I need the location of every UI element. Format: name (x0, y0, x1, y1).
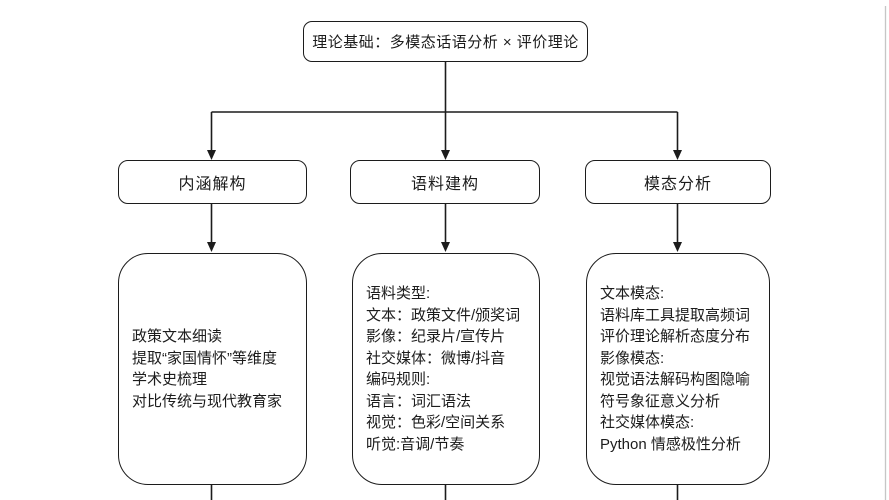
detail-modality-methods: 文本模态: 语料库工具提取高频词 评价理论解析态度分布 影像模态: 视觉语法解码… (586, 253, 770, 485)
detail-line: 社交媒体模态: (600, 414, 695, 431)
node-modality-label: 模态分析 (643, 176, 712, 193)
node-theory-foundation-label: 理论基础：多模态话语分析 × 评价理论 (312, 34, 579, 51)
detail-connotation-methods: 政策文本细读 提取“家国情怀”等维度 学术史梳理 对比传统与现代教育家 (118, 253, 307, 485)
detail-line: 听觉:音调/节奏 (366, 435, 465, 453)
node-connotation-label: 内涵解构 (178, 176, 247, 193)
detail-line: Python 情感极性分析 (600, 435, 741, 453)
detail-line: 社交媒体：微博/抖音 (366, 349, 506, 367)
detail-line: 对比传统与现代教育家 (132, 392, 283, 410)
detail-line: 提取“家国情怀”等维度 (132, 349, 277, 367)
node-connotation-deconstruction: 内涵解构 (118, 160, 307, 204)
detail-corpus-methods: 语料类型: 文本：政策文件/颁奖词 影像：纪录片/宣传片 社交媒体：微博/抖音 … (352, 253, 540, 485)
detail-line: 影像模态: (600, 349, 665, 367)
node-modality-analysis: 模态分析 (585, 160, 771, 204)
detail-line: 语料库工具提取高频词 (600, 306, 751, 324)
node-corpus-label: 语料建构 (410, 176, 479, 193)
detail-line: 语言：词汇语法 (366, 392, 472, 410)
detail-line: 编码规则: (366, 371, 431, 388)
detail-line: 符号象征意义分析 (600, 392, 721, 410)
detail-line: 语料类型: (366, 285, 431, 302)
detail-line: 评价理论解析态度分布 (600, 328, 751, 345)
node-theory-foundation: 理论基础：多模态话语分析 × 评价理论 (303, 21, 588, 62)
detail-line: 视觉语法解码构图隐喻 (600, 371, 751, 388)
detail-line: 政策文本细读 (132, 328, 223, 345)
detail-line: 影像：纪录片/宣传片 (366, 328, 506, 345)
node-corpus-construction: 语料建构 (350, 160, 540, 204)
detail-line: 视觉：色彩/空间关系 (366, 414, 506, 431)
detail-line: 文本模态: (600, 285, 665, 302)
detail-line: 文本：政策文件/颁奖词 (366, 306, 521, 324)
detail-line: 学术史梳理 (132, 371, 208, 388)
